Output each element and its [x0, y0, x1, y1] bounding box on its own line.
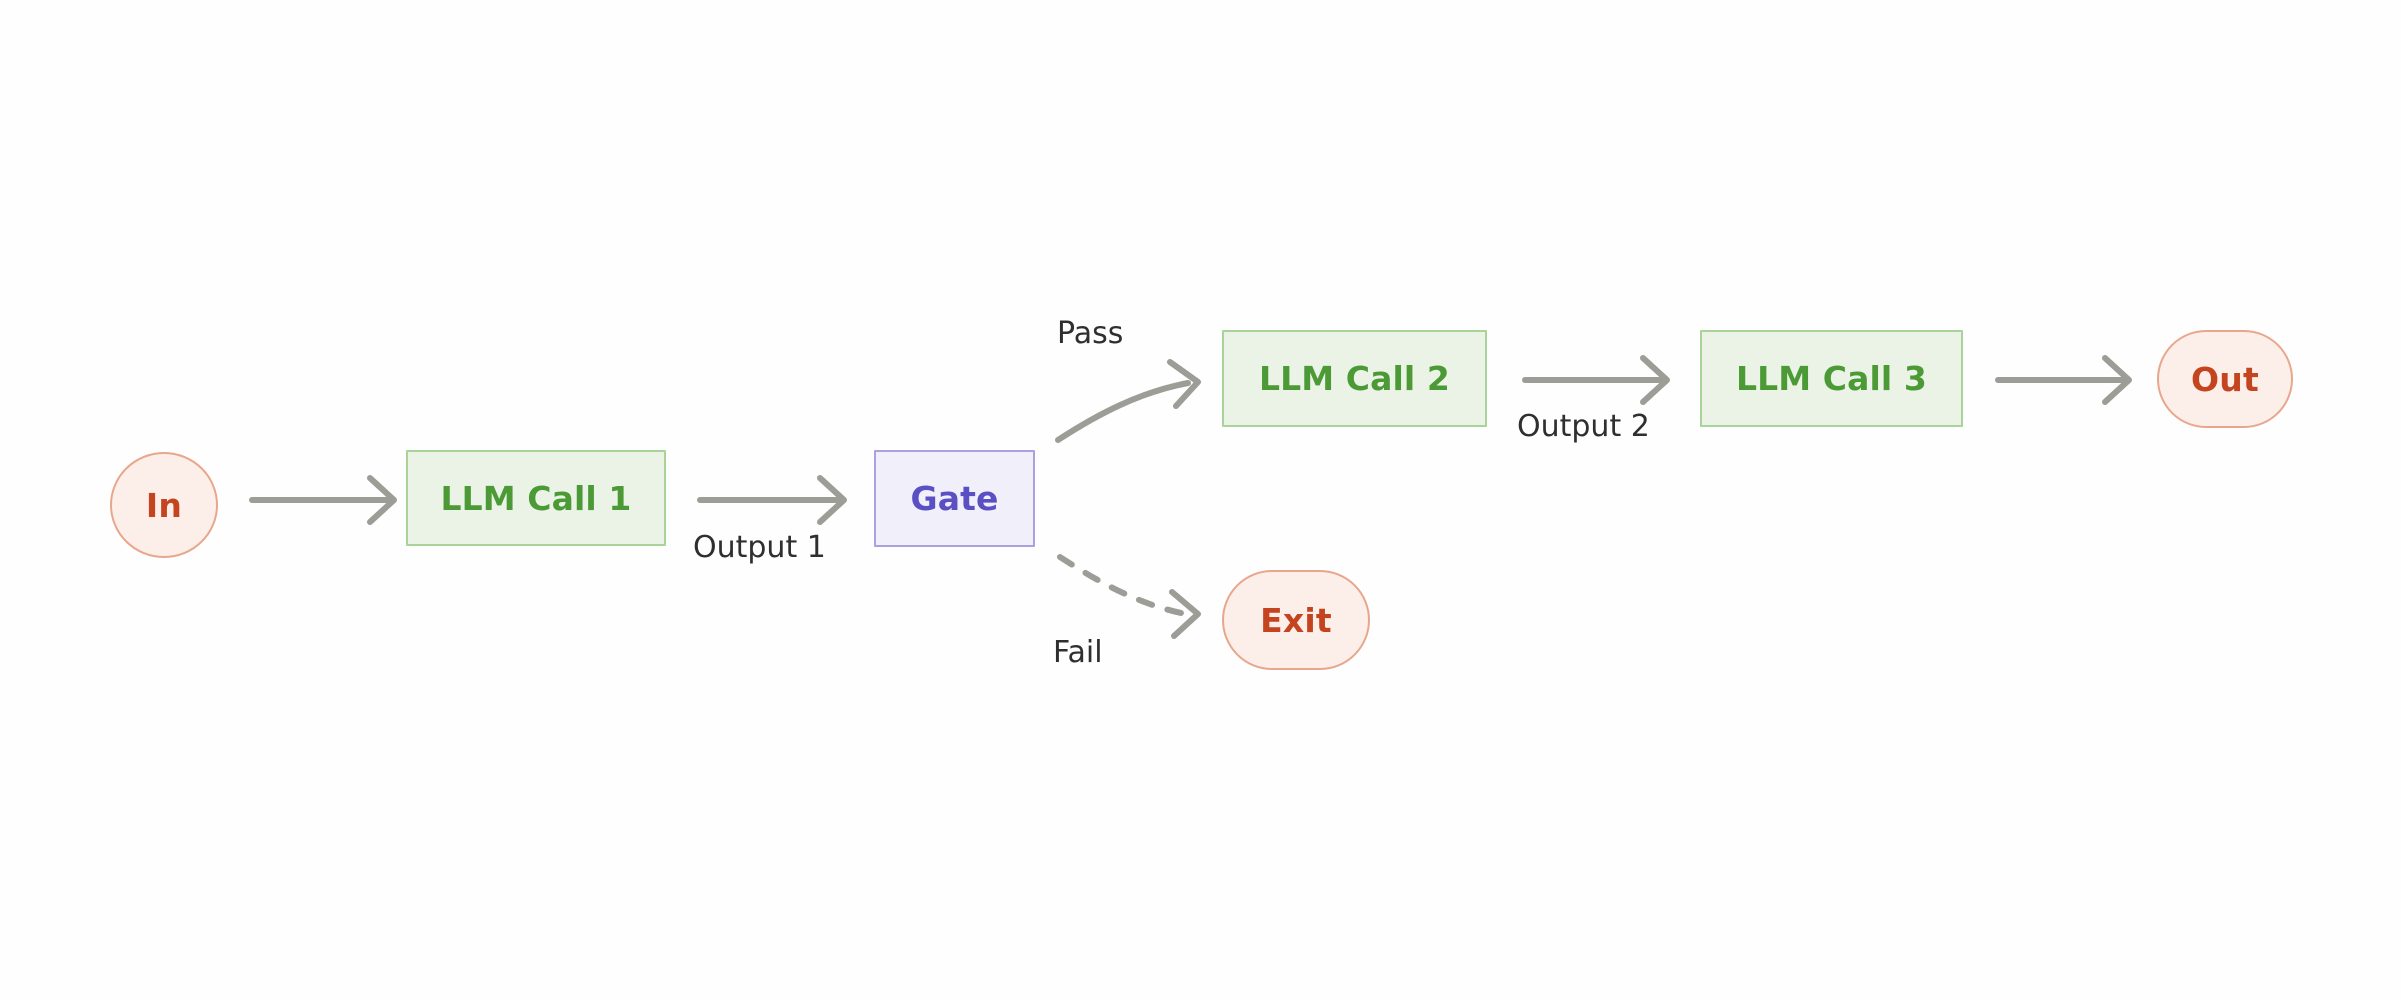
node-exit[interactable]: Exit — [1222, 570, 1370, 670]
edge-in-to-llm1 — [249, 475, 397, 525]
node-in-label: In — [145, 485, 183, 525]
node-gate[interactable]: Gate — [874, 450, 1035, 547]
node-llm-call-3[interactable]: LLM Call 3 — [1700, 330, 1963, 427]
node-llm-call-3-label: LLM Call 3 — [1736, 359, 1927, 398]
node-out[interactable]: Out — [2157, 330, 2293, 428]
node-llm-call-2[interactable]: LLM Call 2 — [1222, 330, 1487, 427]
edge-label-output-2: Output 2 — [1517, 409, 1650, 444]
node-exit-label: Exit — [1260, 600, 1332, 640]
node-out-label: Out — [2191, 359, 2259, 399]
node-llm-call-1[interactable]: LLM Call 1 — [406, 450, 666, 546]
edge-label-fail: Fail — [1053, 635, 1103, 670]
node-llm-call-2-label: LLM Call 2 — [1259, 359, 1450, 398]
edge-gate-to-llm2-pass — [1055, 359, 1201, 443]
edge-label-output-1: Output 1 — [693, 530, 826, 565]
node-in[interactable]: In — [110, 452, 218, 558]
node-gate-label: Gate — [910, 479, 999, 518]
node-llm-call-1-label: LLM Call 1 — [440, 478, 632, 518]
edge-llm3-to-out — [1995, 355, 2132, 405]
edge-llm2-to-llm3 — [1522, 355, 1670, 405]
edge-llm1-to-gate — [697, 475, 847, 525]
edge-label-pass: Pass — [1057, 316, 1124, 351]
edge-gate-to-exit-fail — [1057, 554, 1201, 639]
